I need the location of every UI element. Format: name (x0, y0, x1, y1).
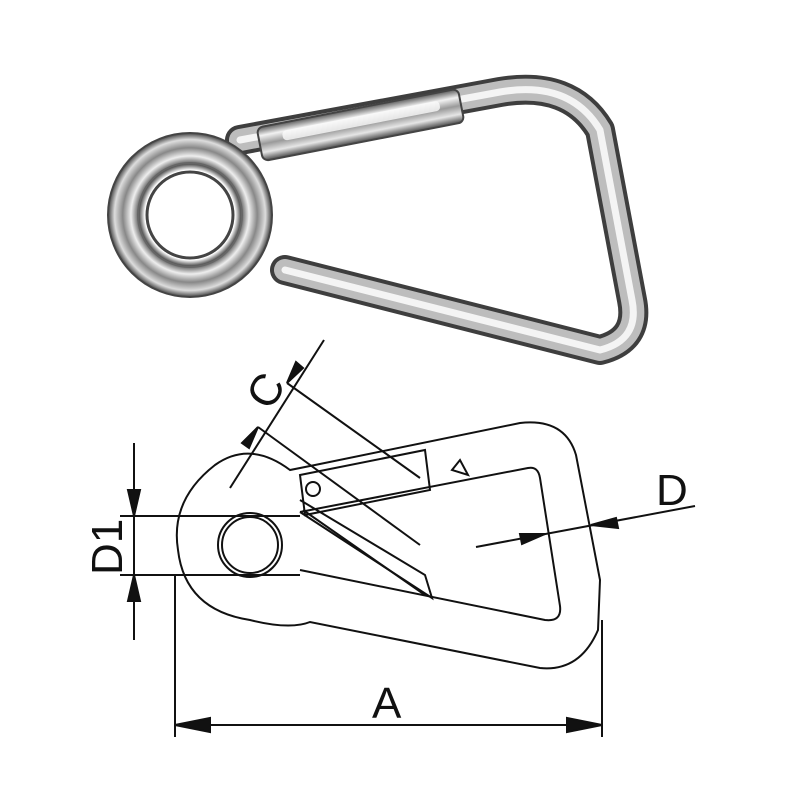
dimension-label-c: C (237, 364, 295, 417)
technical-drawing (175, 339, 602, 670)
dimension-arrows (120, 360, 696, 737)
snap-hook-photo (107, 74, 649, 365)
dimension-label-d1: D1 (83, 519, 132, 575)
dimension-label-a: A (372, 679, 402, 728)
dimension-label-d: D (656, 466, 688, 515)
gate-sleeve (256, 88, 465, 162)
eye-hole (217, 512, 283, 578)
outline-inner (299, 466, 562, 622)
outline-outer (175, 421, 602, 670)
